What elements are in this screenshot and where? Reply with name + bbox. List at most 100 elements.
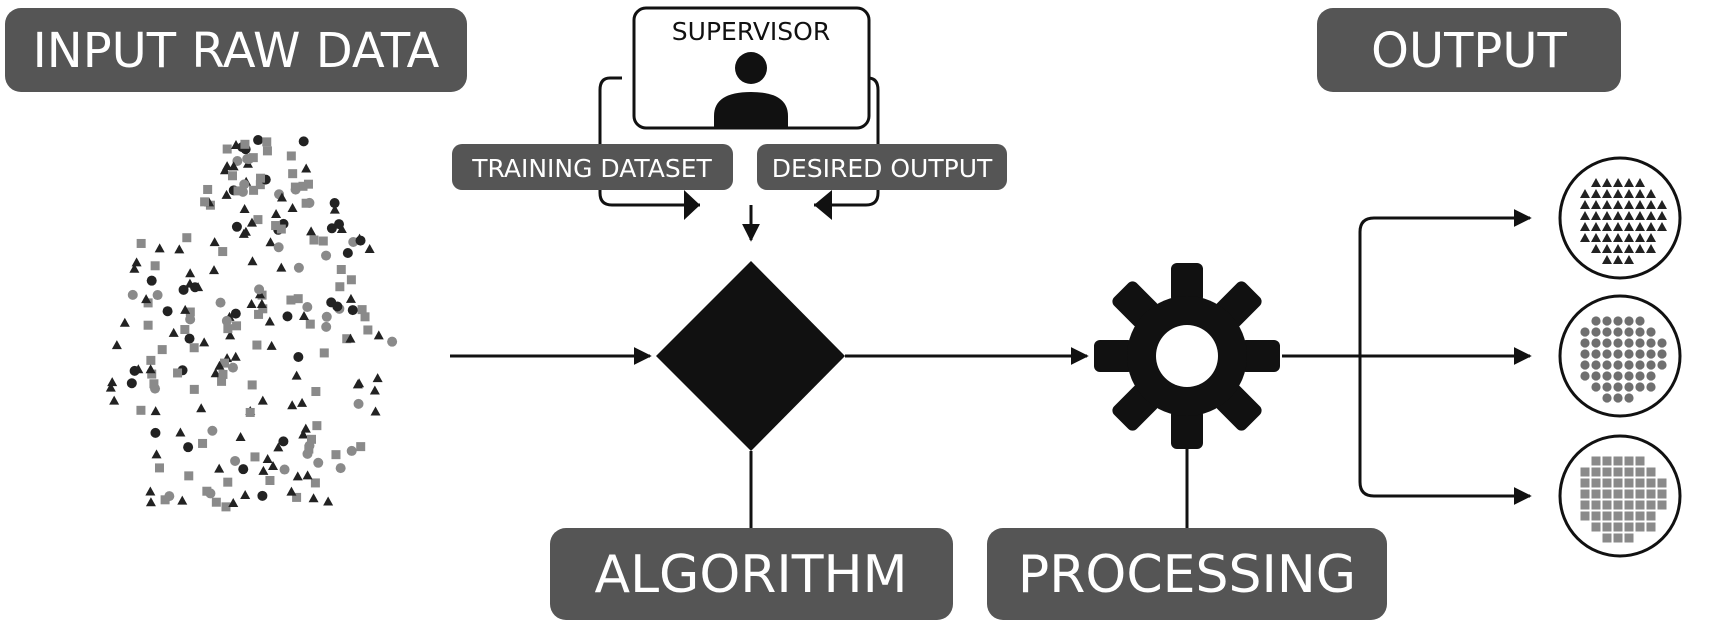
data-square [357,305,367,315]
gear-tooth [1240,340,1280,372]
data-circle [164,491,175,502]
output-circle [1580,360,1590,370]
output-square [1602,456,1612,466]
data-circle [227,362,238,373]
data-circle [230,308,241,319]
output-triangle [1602,200,1612,209]
processing-label-text: PROCESSING [1018,545,1356,605]
data-triangle [230,139,241,149]
data-triangle [336,223,347,233]
data-circle [321,250,332,261]
data-circle [355,235,366,246]
output-triangle [1613,189,1623,198]
output-triangle [1624,255,1634,264]
data-square [223,324,233,334]
output-triangle [1646,189,1656,198]
data-square [301,198,311,208]
data-circle [313,457,324,468]
data-square [346,275,356,285]
output-square [1635,478,1645,488]
output-triangle [1624,233,1634,242]
output-square [1580,500,1590,510]
data-triangle [177,495,188,505]
data-circle [346,445,357,456]
data-circle [278,436,289,447]
data-square [262,146,272,156]
data-triangle [306,226,317,236]
output-circle [1602,393,1612,403]
person-icon [714,52,788,128]
output-square [1635,456,1645,466]
data-circle [302,302,313,313]
output-circle [1635,338,1645,348]
training-dataset-label: TRAINING DATASET [471,154,712,183]
data-square [288,169,298,179]
output-square [1613,500,1623,510]
arrowhead-right [814,190,832,220]
desired-output-label: DESIRED OUTPUT [772,154,993,183]
data-square [217,376,227,386]
data-square [198,438,208,448]
data-square [336,265,346,275]
output-triangle [1613,244,1623,253]
data-triangle [262,454,273,464]
data-circle [238,464,249,475]
data-circle [215,297,226,308]
data-triangle [273,442,284,452]
data-triangle [235,431,246,441]
data-square [293,294,303,304]
data-square [249,185,259,195]
output-circle [1580,349,1590,359]
output-triangle [1580,233,1590,242]
output-circle [1602,382,1612,392]
output-circle [1613,327,1623,337]
output-circle [1657,360,1667,370]
data-square [154,463,164,473]
output-circle [1613,316,1623,326]
data-triangle [345,333,356,343]
output-square [1613,456,1623,466]
output-circle [1635,349,1645,359]
data-square [189,384,199,394]
output-triangle [1580,211,1590,220]
data-triangle [109,395,120,405]
data-square [233,186,243,196]
data-triangle [265,237,276,247]
data-triangle [107,377,118,387]
data-triangle [141,294,152,304]
output-square [1602,500,1612,510]
output-square [1580,511,1590,521]
data-triangle [185,268,196,278]
data-triangle [145,497,156,507]
data-circle [347,305,358,316]
output-square [1624,500,1634,510]
output-triangle [1591,200,1601,209]
data-square [143,320,153,330]
output-square [1613,533,1623,543]
output-triangle [1602,233,1612,242]
data-triangle [373,330,384,340]
data-circle [127,289,138,300]
output-triangle [1657,222,1667,231]
data-square [232,321,242,331]
output-circle [1602,327,1612,337]
data-square [298,181,308,191]
output-label: OUTPUT [1317,8,1621,92]
data-square [331,450,341,460]
data-circle [253,135,264,146]
data-triangle [299,311,310,321]
input-label: INPUT RAW DATA [5,8,467,92]
output-triangle [1624,178,1634,187]
data-circle [221,315,232,326]
data-circle [232,156,243,167]
data-square [136,238,146,248]
output-circle [1602,338,1612,348]
data-triangle [129,263,140,273]
data-triangle [246,217,257,227]
data-square [203,184,213,194]
output-circle [1591,371,1601,381]
data-square [147,369,157,379]
data-circle [126,378,137,389]
data-square [240,139,250,149]
